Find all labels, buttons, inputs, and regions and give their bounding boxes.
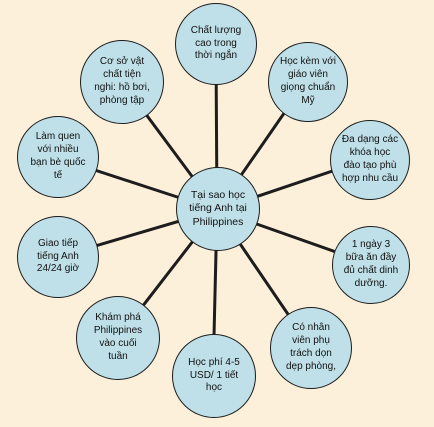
node-facilities: Cơ sở vật chất tiện nghi: hồ bơi, phòng … [80,40,164,124]
node-english-24-7: Giao tiếp tiếng Anh 24/24 giờ [17,216,99,298]
node-diverse-courses: Đa dạng các khóa học đào tạo phù hợp nhu… [330,120,410,200]
node-quality: Chất lượng cao trong thời ngắn [175,3,257,85]
node-international-friends: Làm quen với nhiều bạn bè quốc tế [17,116,99,198]
node-american-teachers: Học kèm với giáo viên giọng chuẩn Mỹ [268,42,348,122]
center-node: Tại sao học tiếng Anh tại Philippines [176,167,260,251]
node-cleaning-staff: Có nhân viên phụ trách dọn dẹp phòng, [270,307,352,389]
node-explore-philippines: Khám phá Philippines vào cuối tuần [76,296,160,380]
node-three-meals: 1 ngày 3 bữa ăn đầy đủ chất dinh dưỡng. [332,226,410,304]
node-tuition: Học phí 4-5 USD/ 1 tiết học [172,334,256,418]
